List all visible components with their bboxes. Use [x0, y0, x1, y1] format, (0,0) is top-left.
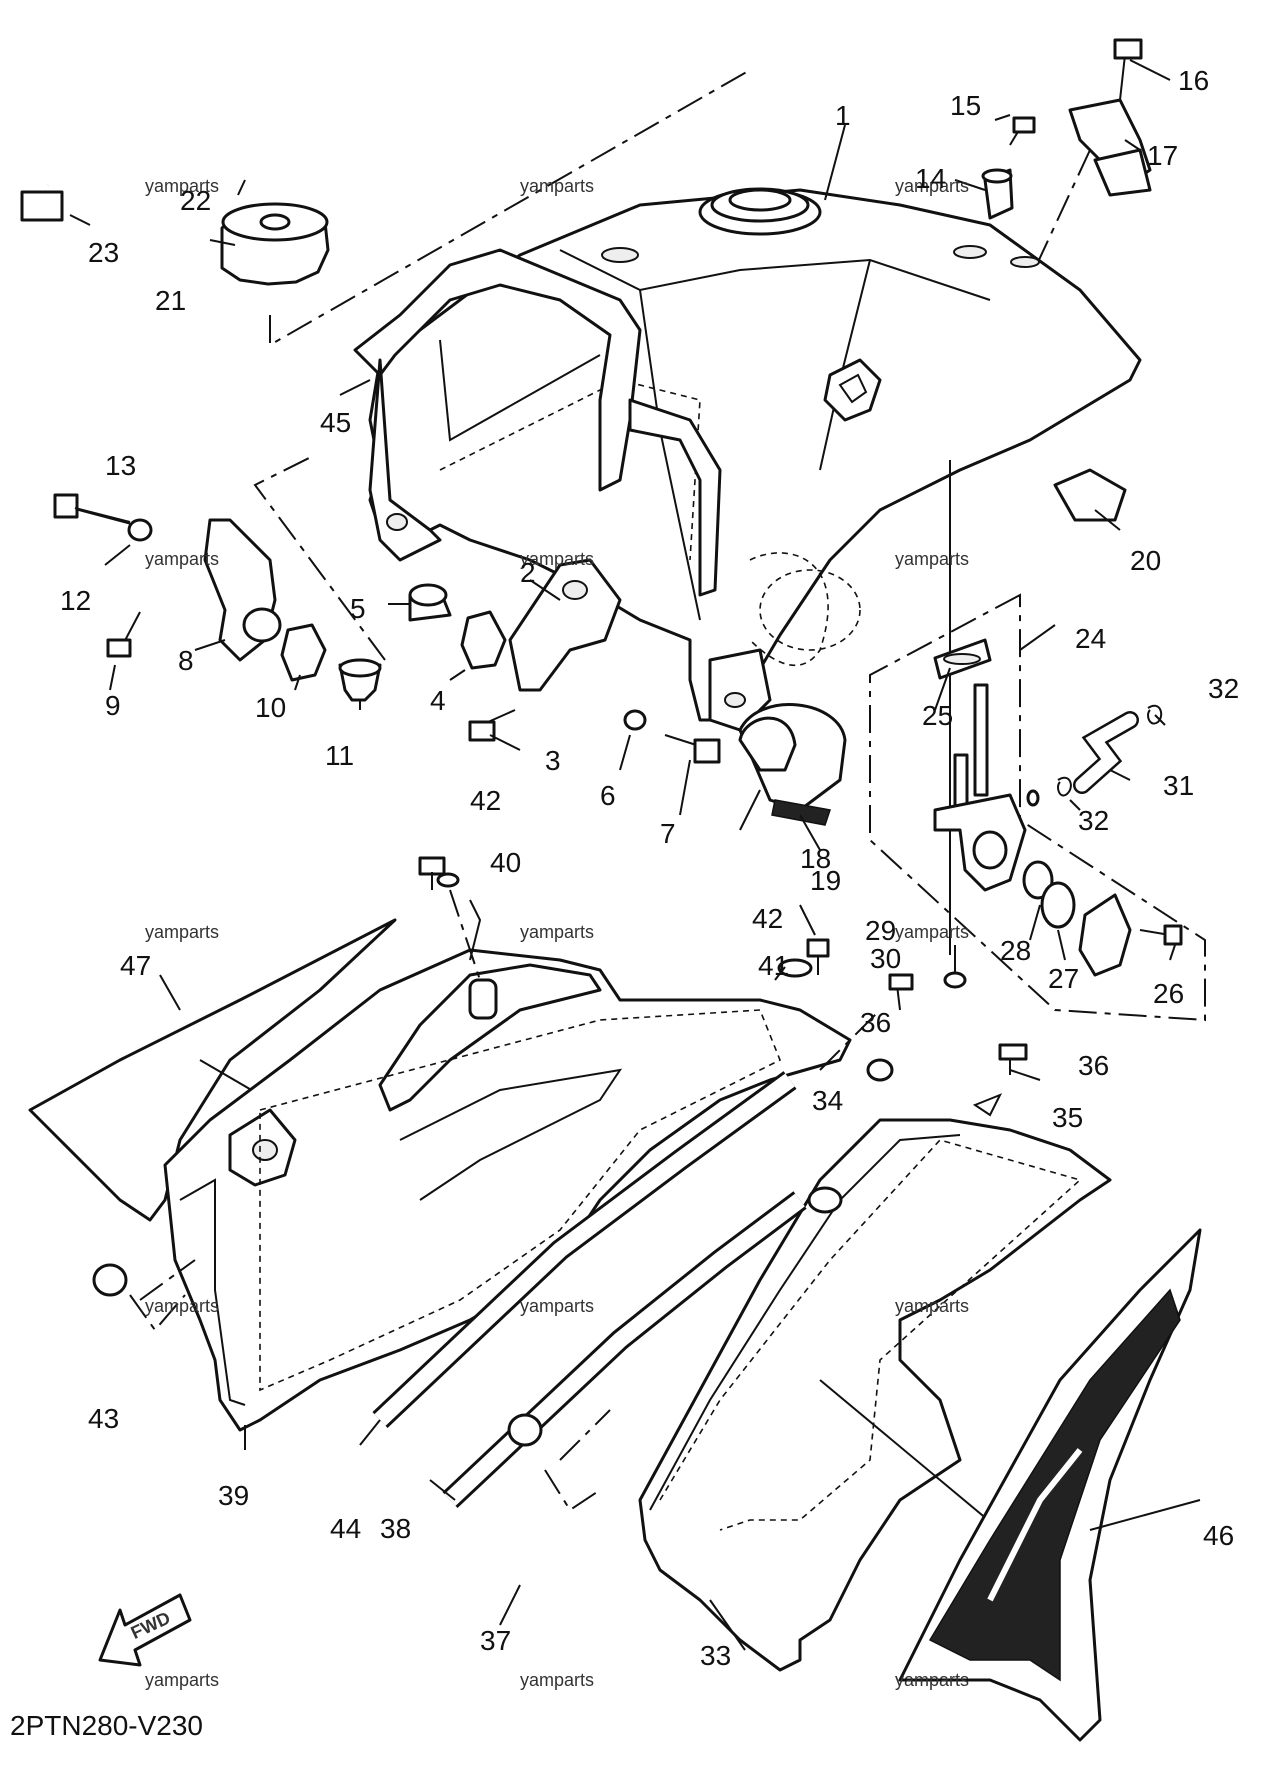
label-20: [1053, 468, 1127, 522]
callout-47: 47: [120, 950, 151, 981]
decal-47: [28, 918, 397, 1222]
callout-39: 39: [218, 1480, 249, 1511]
fuel-cap-21: [220, 202, 330, 286]
callout-labels: 1 2 3 4 5 6 7 8 9 10 11 12 13 14 15 16 1…: [60, 65, 1239, 1671]
callout-16: 16: [1178, 65, 1209, 96]
fasteners: [92, 856, 1028, 1512]
callout-15: 15: [950, 90, 981, 121]
watermark: yamparts: [895, 176, 969, 196]
watermark: yamparts: [520, 922, 594, 942]
callout-29: 29: [865, 915, 896, 946]
diagram-code: 2PTN280-V230: [10, 1710, 203, 1741]
callout-42b: 42: [752, 903, 783, 934]
callout-11: 11: [325, 740, 354, 771]
watermarks: yamparts yamparts yamparts yamparts yamp…: [145, 176, 969, 1690]
tank-rail-45: [353, 248, 722, 597]
watermark: yamparts: [145, 549, 219, 569]
callout-37: 37: [480, 1625, 511, 1656]
callout-6: 6: [600, 780, 616, 811]
fuel-cock-24: [869, 460, 1206, 1022]
callout-40: 40: [490, 847, 521, 878]
watermark: yamparts: [895, 1296, 969, 1316]
callout-38: 38: [380, 1513, 411, 1544]
callout-32b: 32: [1078, 805, 1109, 836]
callout-36b: 36: [1078, 1050, 1109, 1081]
callout-3: 3: [545, 745, 561, 776]
callout-5: 5: [350, 593, 366, 624]
callout-24: 24: [1075, 623, 1106, 654]
callout-14: 14: [915, 163, 946, 194]
callout-46: 46: [1203, 1520, 1234, 1551]
callout-21: 21: [155, 285, 186, 316]
callout-30: 30: [870, 943, 901, 974]
callout-10: 10: [255, 692, 286, 723]
callout-7: 7: [660, 818, 676, 849]
watermark: yamparts: [145, 176, 219, 196]
callout-43: 43: [88, 1403, 119, 1434]
callout-1: 1: [835, 100, 851, 131]
callout-41: 41: [758, 950, 789, 981]
bracket-assy-left: [53, 493, 382, 702]
callout-45: 45: [320, 407, 351, 438]
callout-2: 2: [520, 557, 536, 588]
callout-17: 17: [1147, 140, 1178, 171]
callout-31: 31: [1163, 770, 1194, 801]
callout-4: 4: [430, 685, 446, 716]
callout-36a: 36: [860, 1007, 891, 1038]
callout-12: 12: [60, 585, 91, 616]
callout-32a: 32: [1208, 673, 1239, 704]
side-cover-group: FWD: [28, 856, 1202, 1742]
watermark: yamparts: [145, 1296, 219, 1316]
callout-9: 9: [105, 690, 121, 721]
watermark: yamparts: [520, 549, 594, 569]
fwd-arrow-icon: FWD: [98, 1593, 192, 1667]
watermark: yamparts: [520, 176, 594, 196]
callout-13: 13: [105, 450, 136, 481]
side-cover-39: [163, 899, 852, 1432]
callout-35: 35: [1052, 1102, 1083, 1133]
bracket-assy-right: [408, 558, 721, 764]
watermark: yamparts: [520, 1296, 594, 1316]
callout-28: 28: [1000, 935, 1031, 966]
callout-18: 18: [800, 843, 831, 874]
clamp-18-19: [738, 703, 847, 826]
callout-42a: 42: [470, 785, 501, 816]
callout-26: 26: [1153, 978, 1184, 1009]
decal-46: [898, 1228, 1202, 1742]
callout-27: 27: [1048, 963, 1079, 994]
callout-25: 25: [922, 700, 953, 731]
callout-19: 19: [810, 865, 841, 896]
watermark: yamparts: [895, 922, 969, 942]
watermark: yamparts: [145, 922, 219, 942]
watermark: yamparts: [520, 1670, 594, 1690]
watermark: yamparts: [895, 1670, 969, 1690]
callout-34: 34: [812, 1085, 843, 1116]
callout-44: 44: [330, 1513, 361, 1544]
callout-20: 20: [1130, 545, 1161, 576]
hose-clip-23: [20, 190, 64, 222]
watermark: yamparts: [145, 1670, 219, 1690]
watermark: yamparts: [895, 549, 969, 569]
leader-lines: [69, 59, 1176, 961]
fuel-tank-group: [20, 35, 1206, 1022]
callout-22: 22: [180, 185, 211, 216]
callout-8: 8: [178, 645, 194, 676]
callout-33: 33: [700, 1640, 731, 1671]
callout-23: 23: [88, 237, 119, 268]
